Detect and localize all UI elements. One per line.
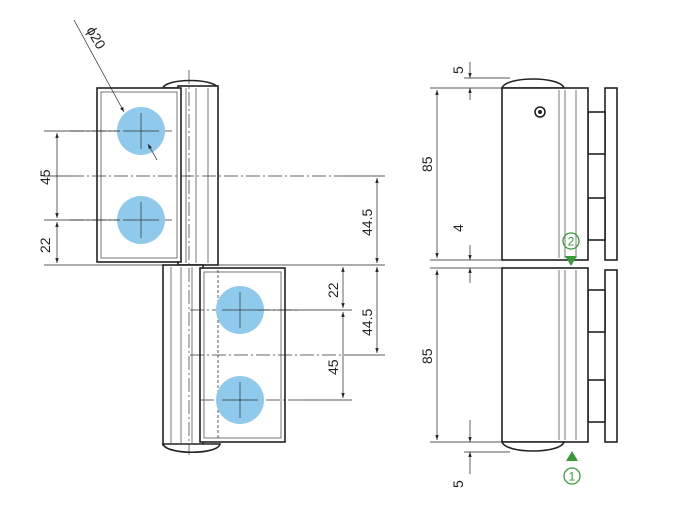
side-top-knuckle-cap <box>500 78 566 89</box>
svg-text:2: 2 <box>568 235 575 249</box>
side-upper-leaf-label: 85 <box>419 156 435 172</box>
side-lower-plate <box>604 269 618 443</box>
marker-1: 1 <box>563 451 581 485</box>
marker-2: 2 <box>562 232 580 266</box>
front-right-upper-label: 44.5 <box>359 209 375 236</box>
diameter-label: ϕ20 <box>83 24 109 52</box>
front-lower-offset-label: 22 <box>325 282 341 298</box>
side-upper-knuckle <box>501 87 589 261</box>
side-lower-knuckle <box>501 267 589 443</box>
front-upper-barrel <box>177 85 219 266</box>
front-lower-spacing-label: 45 <box>325 359 341 375</box>
front-right-lower-label: 44.5 <box>359 309 375 336</box>
svg-text:1: 1 <box>569 470 576 484</box>
side-bottom-knuckle-cap <box>500 441 566 452</box>
side-gap-label: 4 <box>450 224 466 232</box>
side-view: 5 85 4 85 5 2 1 <box>419 62 618 488</box>
front-bottom-knuckle-cap <box>161 443 221 453</box>
side-upper-plate <box>604 87 618 261</box>
side-bottom-cap-label: 5 <box>450 480 466 488</box>
front-upper-spacing-label: 45 <box>37 169 53 185</box>
front-upper-offset-label: 22 <box>37 237 53 253</box>
side-lower-leaf-label: 85 <box>419 348 435 364</box>
side-top-cap-label: 5 <box>450 66 466 74</box>
front-view: ϕ20 45 22 44.5 44.5 22 45 <box>37 19 385 455</box>
